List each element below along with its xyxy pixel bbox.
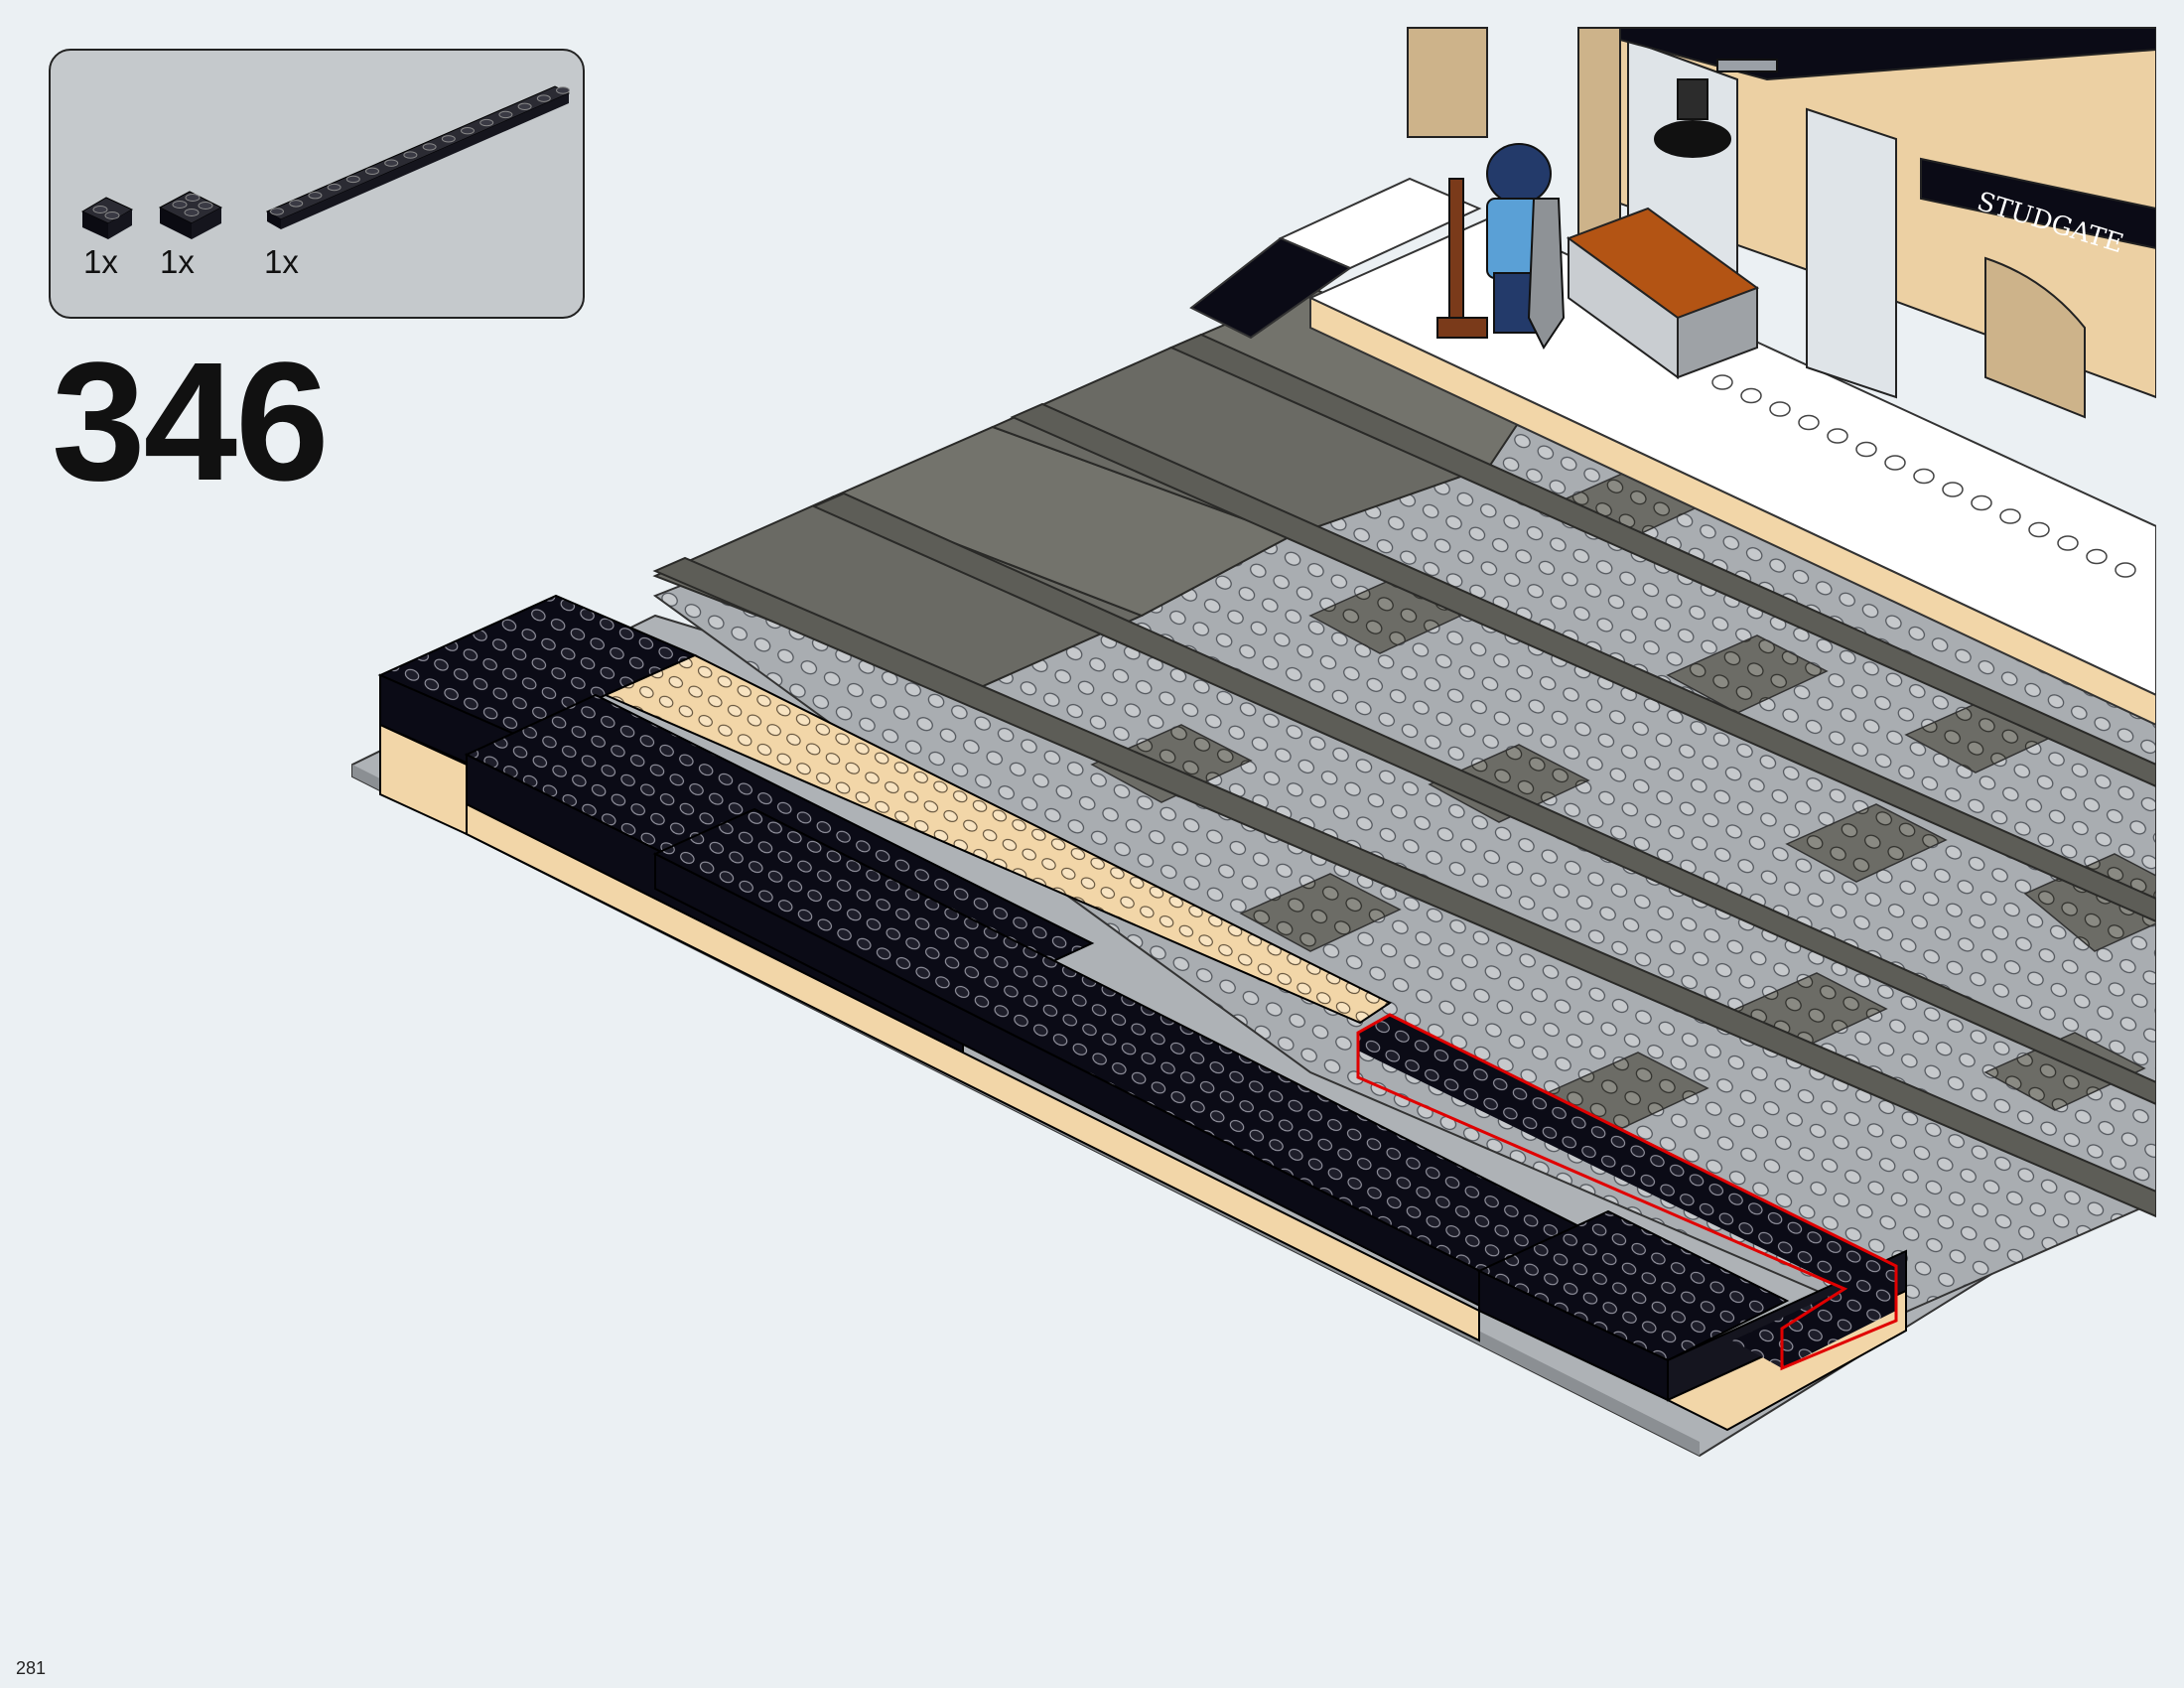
stud bbox=[2057, 535, 2079, 551]
stud bbox=[2115, 562, 2136, 578]
stud bbox=[1798, 414, 1820, 431]
track-bed-tiles bbox=[652, 286, 1551, 697]
stud bbox=[289, 200, 304, 208]
stud bbox=[1913, 468, 1935, 485]
station-building bbox=[1407, 27, 2156, 419]
stud bbox=[1942, 482, 1964, 497]
stud bbox=[1999, 508, 2021, 524]
stud bbox=[1884, 455, 1906, 471]
quantity-label: 1x bbox=[83, 243, 118, 280]
stud bbox=[536, 94, 551, 102]
stud bbox=[403, 151, 418, 159]
rail-tracks bbox=[652, 333, 2156, 1218]
stud bbox=[2028, 521, 2050, 538]
stud bbox=[1855, 441, 1877, 458]
stud bbox=[327, 183, 341, 192]
stud bbox=[1827, 428, 1848, 444]
parts-illustration bbox=[80, 85, 571, 239]
stud bbox=[1769, 401, 1791, 417]
stud bbox=[461, 126, 475, 135]
stud bbox=[556, 86, 570, 94]
stud bbox=[1711, 374, 1733, 390]
stud bbox=[498, 110, 513, 119]
stud bbox=[1740, 387, 1762, 404]
part-black-plate-1x16 bbox=[265, 85, 571, 229]
minifigure-worker bbox=[1436, 143, 1566, 350]
stud bbox=[517, 102, 532, 110]
plate-studs bbox=[270, 86, 570, 215]
lamp-post bbox=[1654, 59, 1778, 158]
bench bbox=[1566, 207, 1760, 379]
stud bbox=[270, 208, 284, 215]
stud bbox=[384, 159, 399, 167]
quantity-label: 1x bbox=[160, 243, 195, 280]
stud bbox=[479, 118, 494, 127]
page-number: 281 bbox=[16, 1658, 47, 1678]
stud bbox=[441, 135, 456, 143]
stud bbox=[365, 167, 379, 176]
stud bbox=[2086, 548, 2108, 565]
part-black-brick-1x2 bbox=[80, 197, 134, 239]
station-platform bbox=[1189, 177, 2156, 727]
stud bbox=[345, 175, 360, 184]
quantity-label: 1x bbox=[264, 243, 299, 280]
stud bbox=[308, 192, 323, 200]
stud bbox=[422, 143, 437, 151]
step-number: 346 bbox=[52, 328, 330, 516]
platform-studs bbox=[1711, 374, 2136, 578]
parts-callout: 1x 1x 1x bbox=[49, 49, 585, 319]
part-black-brick-2x2 bbox=[158, 191, 223, 239]
new-parts-highlight bbox=[1356, 1013, 1898, 1371]
stud bbox=[1971, 494, 1992, 511]
